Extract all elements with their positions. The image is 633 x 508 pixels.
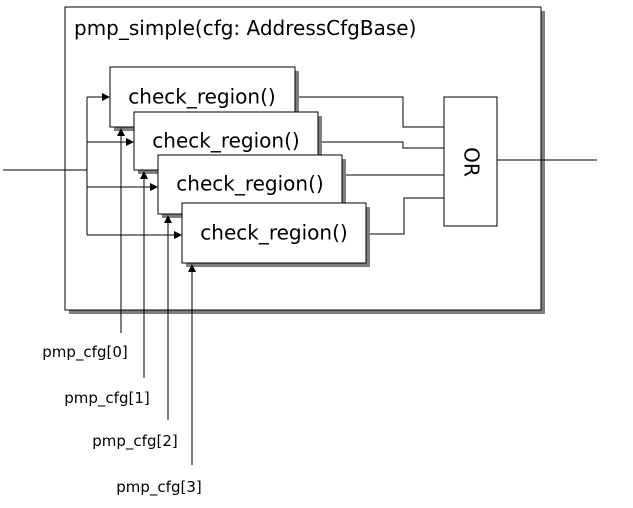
check-region-label-3: check_region()	[200, 221, 347, 245]
cfg-label-1: pmp_cfg[1]	[64, 389, 149, 408]
cfg-label-3: pmp_cfg[3]	[116, 478, 201, 497]
check-region-label-2: check_region()	[176, 172, 323, 196]
check-region-label-1: check_region()	[152, 129, 299, 153]
or-gate-label: OR	[460, 147, 484, 177]
output-wire-3	[366, 197, 444, 235]
output-wire-1	[318, 141, 444, 149]
or-gate-box	[443, 96, 498, 227]
cfg-label-0: pmp_cfg[0]	[42, 343, 127, 362]
cfg-label-2: pmp_cfg[2]	[92, 432, 177, 451]
output-wire-0	[295, 96, 444, 128]
module-title: pmp_simple(cfg: AddressCfgBase)	[74, 16, 416, 40]
check-region-label-0: check_region()	[128, 85, 275, 109]
check-region-box-3	[181, 202, 367, 264]
